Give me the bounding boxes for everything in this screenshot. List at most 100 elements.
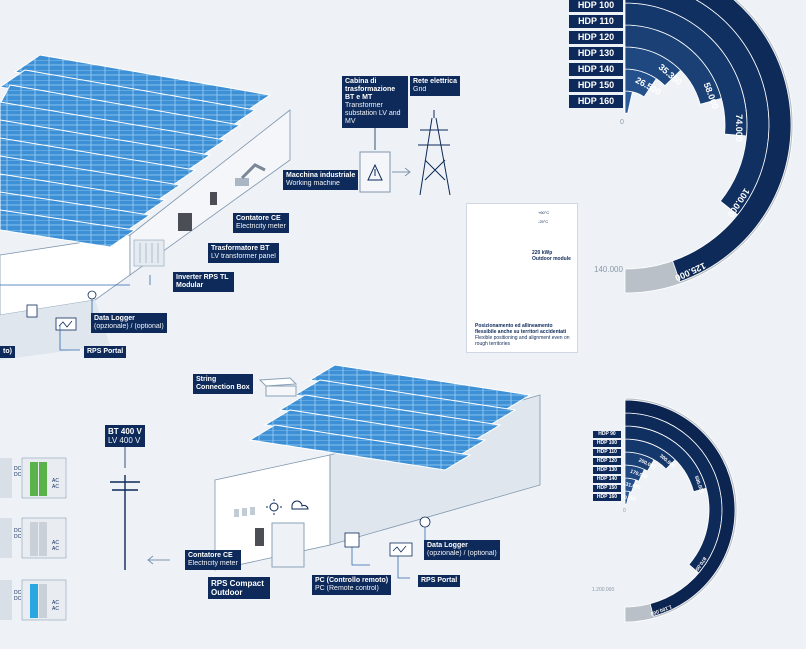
legend-item: HDP 120: [569, 31, 623, 44]
label-sub: Transformer substation LV and MV: [345, 102, 401, 125]
meter-bottom: [255, 528, 264, 546]
label-substation: Cabina di trasformazione BT e MT Transfo…: [342, 76, 408, 128]
legend-item: HDP 150: [569, 79, 623, 92]
legend-item: HDP 100: [593, 440, 621, 447]
label-sub: Electricity meter: [236, 223, 286, 230]
label-title: String Connection Box: [196, 376, 250, 391]
inverter-cabinets: [133, 239, 165, 267]
legend-item: HDP 110: [569, 15, 623, 28]
label-sub: Grid: [413, 86, 427, 93]
grid-pylon: [418, 110, 451, 196]
label-transformer: Trasformatore BT LV transformer panel: [208, 243, 279, 263]
meter-top: [210, 192, 217, 205]
left-cabinets: [0, 457, 67, 621]
transformer-panel: [178, 213, 192, 231]
card-unit-label: 220 kWp Outdoor module: [532, 250, 571, 262]
top-building: [0, 54, 291, 360]
label-title: RPS Portal: [87, 348, 124, 355]
legend-item: HDP 130: [569, 47, 623, 60]
label-portal-bottom: RPS Portal: [418, 575, 461, 587]
zero-label-large: 0: [620, 119, 624, 126]
label-sub: LV transformer panel: [211, 253, 276, 260]
label-title: Contatore CE: [236, 215, 281, 222]
label-sub: (opzionale) / (optional): [427, 550, 497, 557]
label-bt400: BT 400 V LV 400 V: [105, 425, 145, 447]
label-meter-bottom: Contatore CE Electricity meter: [185, 550, 241, 570]
camera-icon: [87, 290, 97, 300]
label-logger-top: Data Logger (opzionale) / (optional): [91, 313, 167, 333]
label-compact: RPS Compact Outdoor: [208, 577, 270, 599]
label-title: BT 400 V: [108, 427, 142, 436]
legend-item: HDP 160: [593, 494, 621, 501]
legend-item: HDP 140: [569, 63, 623, 76]
label-title: Trasformatore BT: [211, 245, 270, 252]
label-title: Contatore CE: [188, 552, 233, 559]
weather-icons: [266, 499, 309, 515]
logger-bottom: [389, 542, 413, 557]
machine-robot: [235, 163, 266, 186]
max-label-large: 140.000: [594, 265, 623, 274]
legend-item: HDP 130: [593, 467, 621, 474]
donut-value-label: 74.000: [734, 114, 744, 142]
donut-segment: [672, 0, 792, 283]
label-logger-bottom: Data Logger (opzionale) / (optional): [424, 540, 500, 560]
logger-top: [55, 317, 77, 331]
card-caption: Posizionamento ed allineamento flessibil…: [475, 323, 571, 347]
donut-segment: [624, 399, 736, 617]
legend-item: HDP 150: [593, 485, 621, 492]
donut-value-label: 100.000: [618, 494, 637, 503]
outdoor-module-card: +60°C -25°C 220 kWp Outdoor module Posiz…: [466, 203, 578, 353]
label-sub: Electricity meter: [188, 560, 238, 567]
label-meter-top: Contatore CE Electricity meter: [233, 213, 289, 233]
label-title: Rete elettrica: [413, 78, 457, 85]
legend-item: HDP 160: [569, 95, 623, 108]
label-pc: PC (Controllo remoto) PC (Remote control…: [312, 575, 392, 595]
label-title: Data Logger: [94, 315, 135, 322]
label-left-cut: to): [0, 346, 15, 358]
donut-value-label: 131.000: [622, 481, 641, 491]
utility-pole: [110, 440, 140, 570]
label-portal-top: RPS Portal: [84, 346, 127, 358]
bottom-solar-rows: [248, 364, 532, 471]
caption-sub: Flexible positioning and alignment even …: [475, 335, 570, 347]
label-sub: Working machine: [286, 180, 340, 187]
donut-value-label: 500.000: [693, 475, 705, 494]
legend-item: HDP 140: [593, 476, 621, 483]
label-sub: (opzionale) / (optional): [94, 323, 164, 330]
max-label-small: 1.200.000: [592, 587, 615, 593]
compact-outdoor-unit: [271, 522, 305, 568]
zero-label-small: 0: [623, 508, 626, 514]
camera-icon: [419, 516, 431, 528]
label-title: RPS Compact Outdoor: [211, 579, 264, 597]
label-grid: Rete elettrica Grid: [410, 76, 460, 96]
legend-item: HDP 120: [593, 458, 621, 465]
caption-title: Posizionamento ed allineamento flessibil…: [475, 323, 567, 335]
label-title: Inverter RPS TL Modular: [176, 274, 229, 289]
legend-item: HDP 100: [569, 0, 623, 12]
pc-bottom: [344, 532, 360, 548]
temp-high: +60°C: [538, 210, 550, 215]
label-sub: LV 400 V: [108, 436, 141, 445]
pc-top: [26, 304, 38, 318]
label-title: Cabina di trasformazione BT e MT: [345, 78, 396, 101]
label-inverter: Inverter RPS TL Modular: [173, 272, 234, 292]
bottom-building: [214, 364, 541, 579]
string-connection-box: [258, 377, 298, 397]
label-machine: Macchina industriale Working machine: [283, 170, 359, 190]
label-string-box: String Connection Box: [193, 374, 253, 394]
substation: [359, 100, 391, 193]
donut-value-label: 170.000: [629, 469, 648, 481]
label-title: to): [3, 348, 12, 355]
label-title: Data Logger: [427, 542, 468, 549]
temp-low: -25°C: [538, 219, 549, 224]
top-solar-rows: [0, 54, 272, 248]
legend-item: HDP 90: [593, 431, 621, 438]
label-title: PC (Controllo remoto): [315, 577, 389, 584]
